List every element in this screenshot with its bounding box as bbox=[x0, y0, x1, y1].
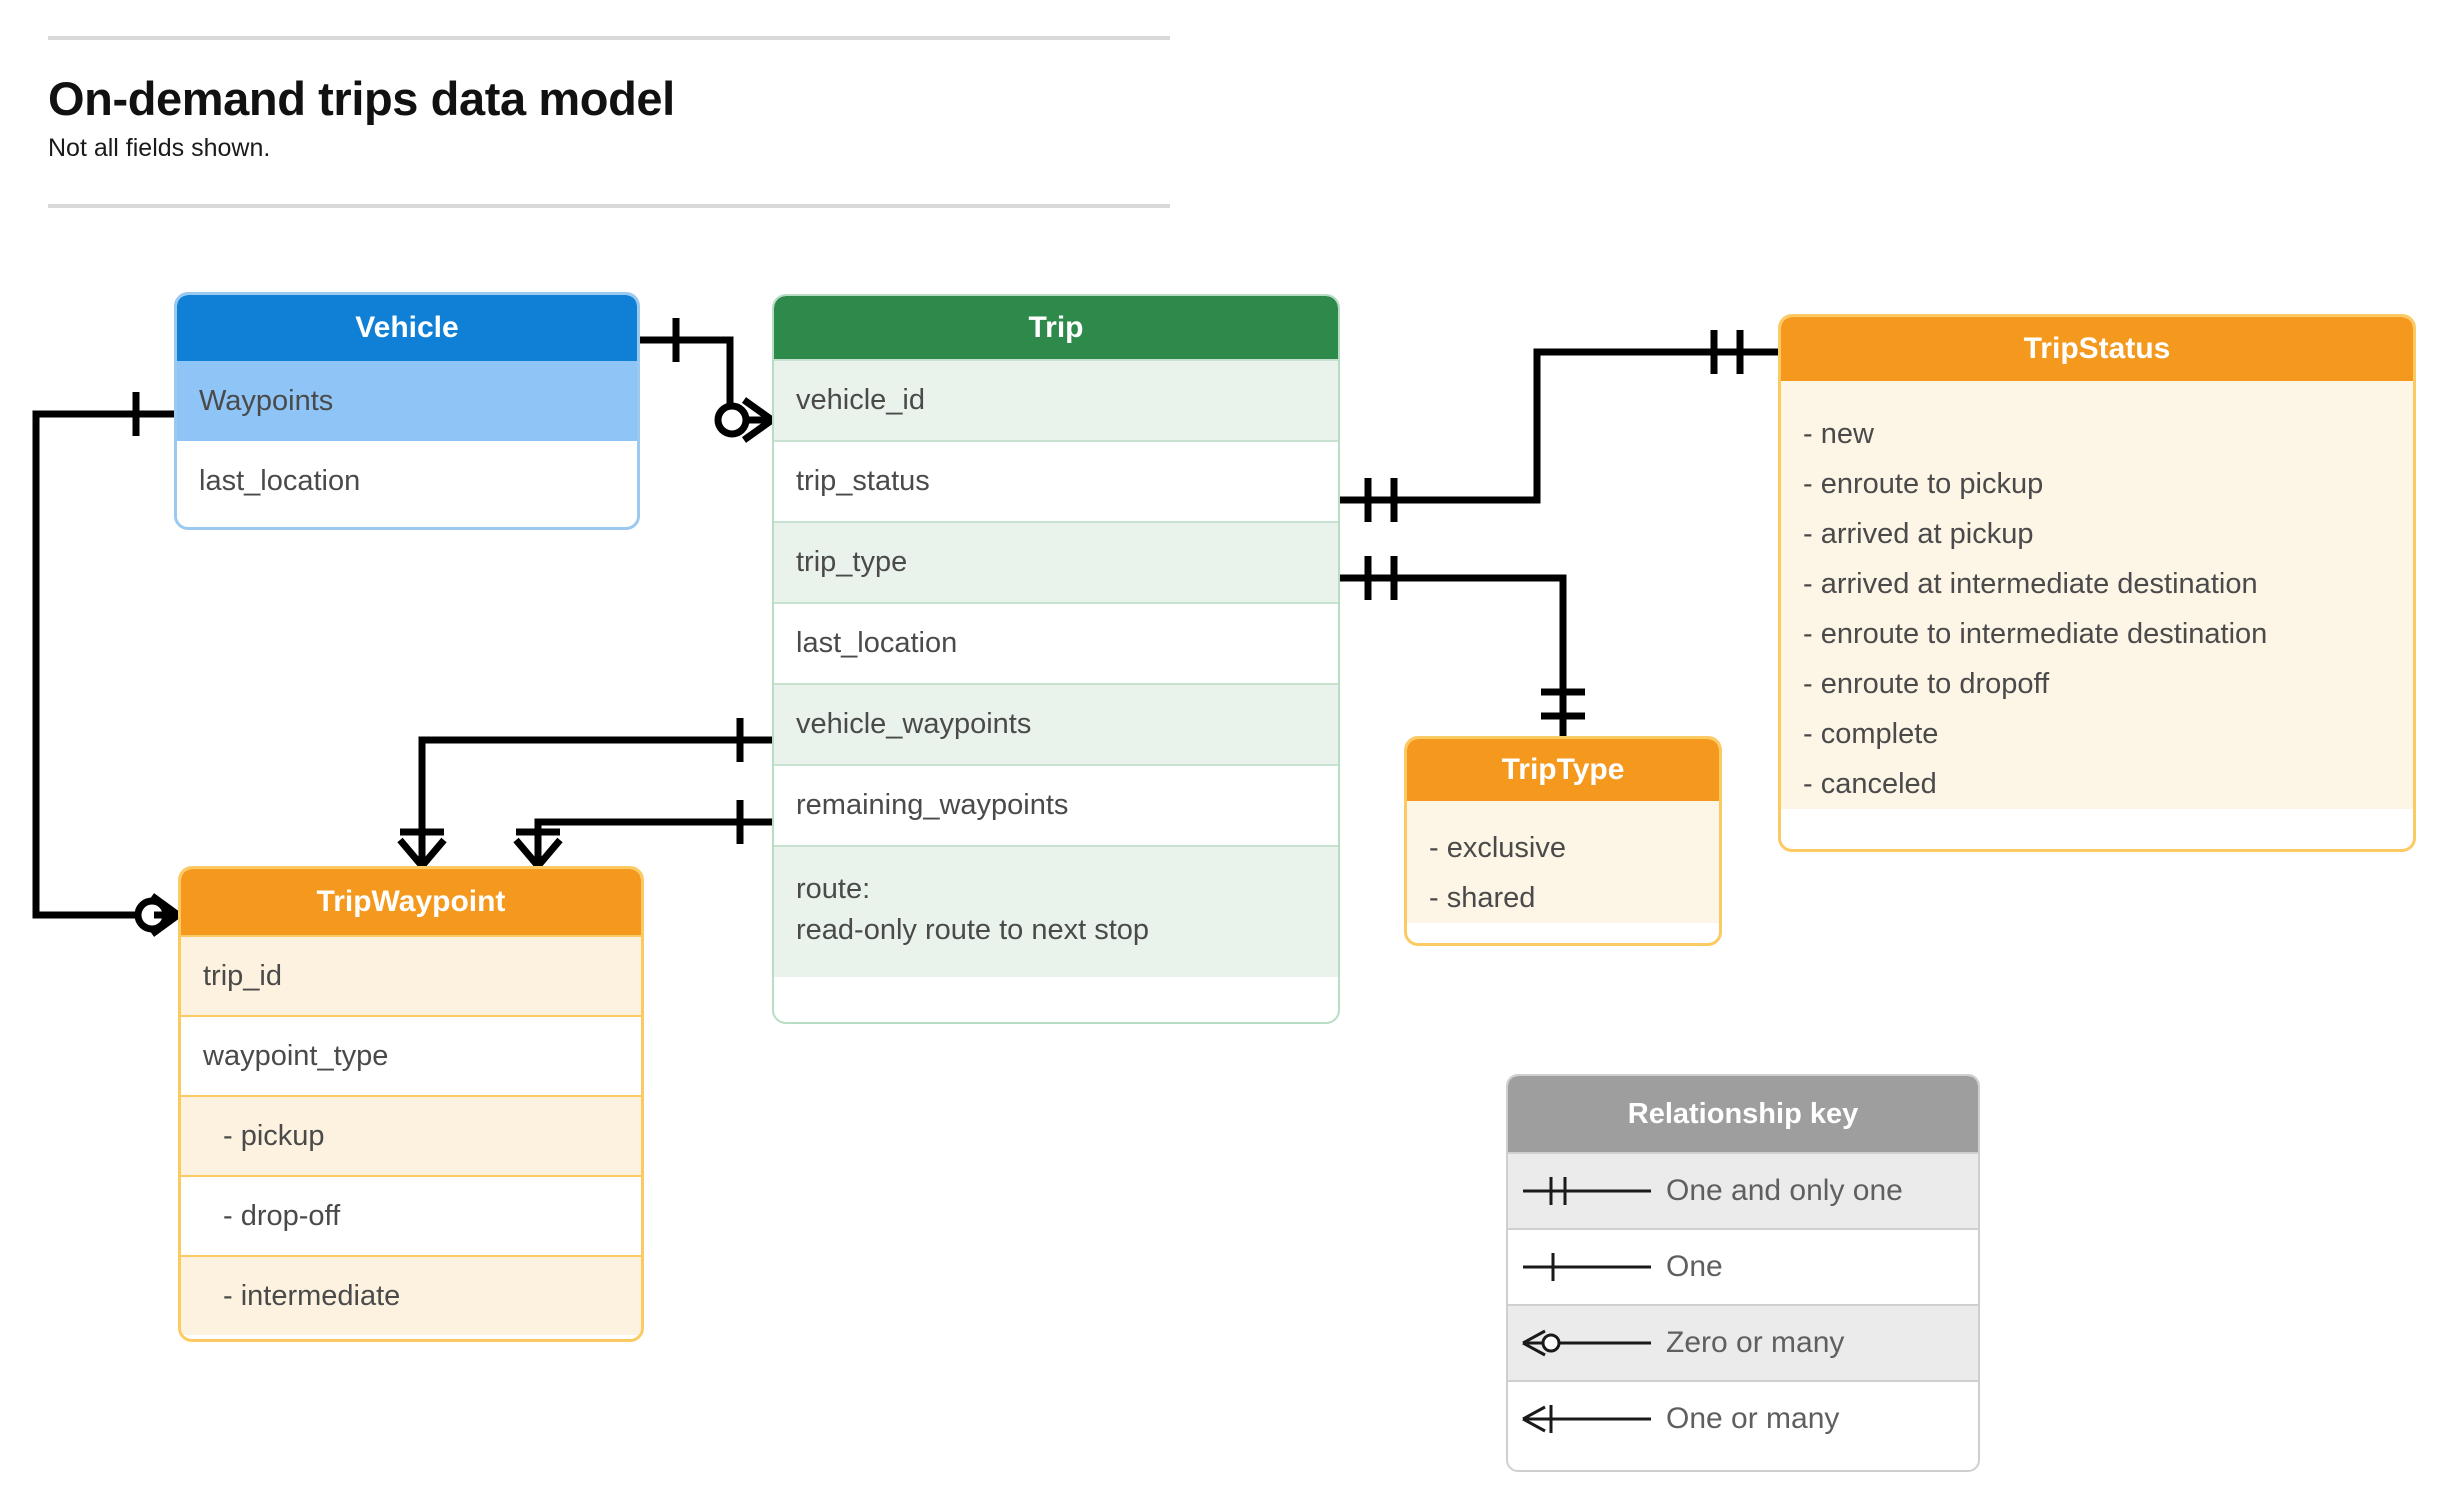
entity-trip-waypoint-body: trip_id waypoint_type - pickup - drop-of… bbox=[181, 935, 641, 1335]
legend-label: One or many bbox=[1666, 1402, 1840, 1435]
one-and-only-one-icon bbox=[1508, 1171, 1666, 1211]
relationship-key-legend[interactable]: Relationship key One and only one bbox=[1506, 1074, 1980, 1472]
legend-row-zero-or-many: Zero or many bbox=[1508, 1304, 1978, 1380]
enum-value: - enroute to intermediate destination bbox=[1803, 618, 2268, 650]
enum-value: - complete bbox=[1803, 718, 1939, 750]
one-icon bbox=[1508, 1247, 1666, 1287]
enum-value: - enroute to dropoff bbox=[1803, 668, 2050, 700]
legend-row-one: One bbox=[1508, 1228, 1978, 1304]
entity-trip-waypoint[interactable]: TripWaypoint trip_id waypoint_type - pic… bbox=[178, 866, 644, 1342]
field-trip-trip-type[interactable]: trip_type bbox=[774, 521, 1338, 602]
enum-value: - new bbox=[1803, 418, 1874, 450]
entity-trip-body: vehicle_id trip_status trip_type last_lo… bbox=[774, 359, 1338, 977]
one-or-many-icon bbox=[1508, 1399, 1666, 1439]
field-tripwaypoint-value-intermediate[interactable]: - intermediate bbox=[181, 1255, 641, 1335]
connector-vehicle-trip bbox=[640, 336, 772, 424]
enum-value: - arrived at pickup bbox=[1803, 518, 2034, 550]
document-header: On-demand trips data model Not all field… bbox=[48, 36, 1170, 163]
legend-title: Relationship key bbox=[1508, 1076, 1978, 1152]
entity-vehicle[interactable]: Vehicle Waypoints last_location bbox=[174, 292, 640, 530]
connector-remaining-waypoints-field bbox=[534, 818, 772, 866]
field-tripwaypoint-value-pickup[interactable]: - pickup bbox=[181, 1095, 641, 1175]
legend-row-one-or-many: One or many bbox=[1508, 1380, 1978, 1456]
zero-or-many-icon bbox=[1508, 1323, 1666, 1363]
field-trip-route[interactable]: route: read-only route to next stop bbox=[774, 845, 1338, 977]
field-tripwaypoint-waypoint-type[interactable]: waypoint_type bbox=[181, 1015, 641, 1095]
legend-row-one-and-only-one: One and only one bbox=[1508, 1152, 1978, 1228]
legend-label: One bbox=[1666, 1250, 1723, 1283]
field-vehicle-waypoints[interactable]: Waypoints bbox=[177, 361, 637, 441]
enum-value: - enroute to pickup bbox=[1803, 468, 2044, 500]
legend-label: One and only one bbox=[1666, 1174, 1903, 1207]
entity-trip[interactable]: Trip vehicle_id trip_status trip_type la… bbox=[772, 294, 1340, 1024]
field-trip-vehicle-id[interactable]: vehicle_id bbox=[774, 359, 1338, 440]
entity-trip-type-title: TripType bbox=[1407, 739, 1719, 801]
entity-trip-waypoint-title: TripWaypoint bbox=[181, 869, 641, 935]
page-title: On-demand trips data model bbox=[48, 72, 675, 125]
field-trip-route-label: route: bbox=[796, 873, 871, 905]
entity-trip-status-title: TripStatus bbox=[1781, 317, 2413, 381]
entity-trip-type[interactable]: TripType - exclusive - shared bbox=[1404, 736, 1722, 946]
enum-value: - shared bbox=[1429, 882, 1536, 914]
field-trip-last-location[interactable]: last_location bbox=[774, 602, 1338, 683]
field-vehicle-last-location[interactable]: last_location bbox=[177, 441, 637, 521]
entity-vehicle-body: Waypoints last_location bbox=[177, 361, 637, 521]
entity-trip-title: Trip bbox=[774, 296, 1338, 359]
field-trip-trip-status[interactable]: trip_status bbox=[774, 440, 1338, 521]
field-trip-vehicle-waypoints[interactable]: vehicle_waypoints bbox=[774, 683, 1338, 764]
connector-vehicle-waypoints-field bbox=[418, 736, 772, 866]
connector-vehicle-waypoints-tripwaypoint bbox=[32, 410, 174, 919]
entity-trip-type-values: - exclusive - shared bbox=[1407, 801, 1719, 923]
connector-tripstatus bbox=[1340, 348, 1778, 504]
connector-triptype bbox=[1340, 574, 1567, 736]
enum-value: - arrived at intermediate destination bbox=[1803, 568, 2258, 600]
legend-label: Zero or many bbox=[1666, 1326, 1845, 1359]
enum-value: - exclusive bbox=[1429, 832, 1566, 864]
field-trip-route-desc: read-only route to next stop bbox=[796, 914, 1150, 947]
enum-value: - canceled bbox=[1803, 768, 1937, 800]
entity-trip-status[interactable]: TripStatus - new - enroute to pickup - a… bbox=[1778, 314, 2416, 852]
field-tripwaypoint-value-dropoff[interactable]: - drop-off bbox=[181, 1175, 641, 1255]
header-rule-bottom bbox=[48, 204, 1170, 208]
entity-trip-status-values: - new - enroute to pickup - arrived at p… bbox=[1781, 381, 2413, 809]
entity-vehicle-title: Vehicle bbox=[177, 295, 637, 361]
header-rule-top bbox=[48, 36, 1170, 40]
field-trip-remaining-waypoints[interactable]: remaining_waypoints bbox=[774, 764, 1338, 845]
field-tripwaypoint-trip-id[interactable]: trip_id bbox=[181, 935, 641, 1015]
page-subtitle: Not all fields shown. bbox=[48, 134, 271, 163]
